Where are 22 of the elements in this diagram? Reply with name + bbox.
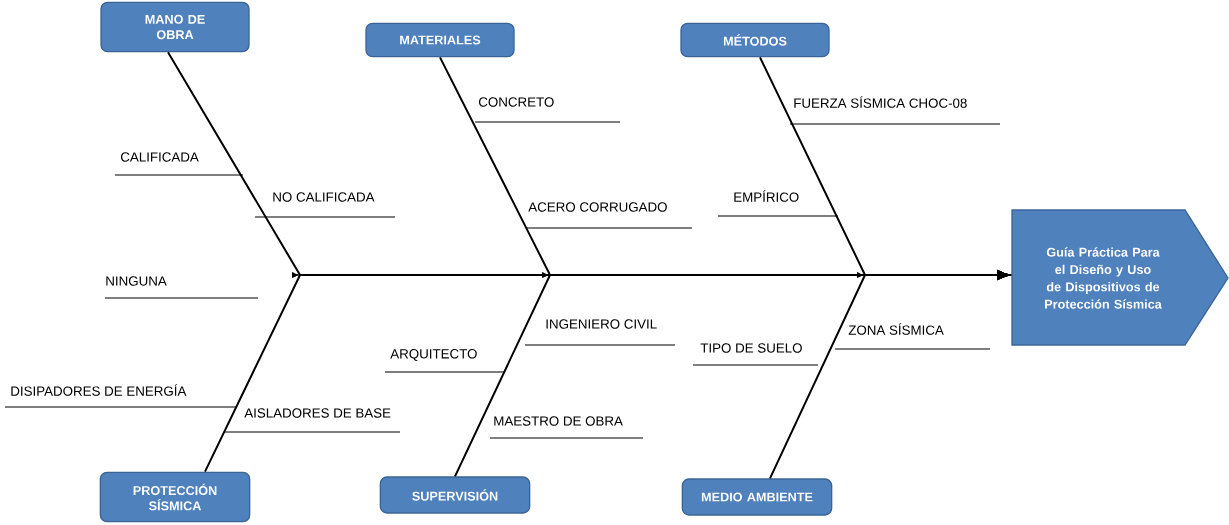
cause-label: EMPÍRICO <box>734 190 799 202</box>
category-box: MEDIO AMBIENTE <box>681 478 833 516</box>
arrow <box>769 270 1009 480</box>
cause-label: TIPO DE SUELO <box>700 343 802 353</box>
cause-label: CONCRETO <box>478 97 554 107</box>
cause-label: FUERZA SÍSMICA CHOC-08 <box>794 96 967 108</box>
cause-label: ACERO CORRUGADO <box>528 202 667 212</box>
cause-label: AISLADORES DE BASE <box>244 408 391 418</box>
cause-label: INGENIERO CIVIL <box>546 319 657 329</box>
cause-label: CALIFICADA <box>120 152 199 162</box>
cause-label: MAESTRO DE OBRA <box>494 416 623 426</box>
cause-label: NO CALIFICADA <box>273 192 375 202</box>
category-box: MANO DE OBRA <box>100 1 250 53</box>
category-box: MATERIALES <box>365 22 515 58</box>
cause-label: NINGUNA <box>106 276 167 286</box>
cause-label: DISIPADORES DE ENERGÍA <box>11 384 187 396</box>
category-box: PROTECCIÓN SÍSMICA <box>99 471 251 523</box>
category-box: MÉTODOS <box>680 22 830 58</box>
cause-label: ARQUITECTO <box>390 349 477 361</box>
category-box: SUPERVISIÓN <box>379 476 531 514</box>
effect-arrow-box: Guía Práctica Para el Diseño y Uso de Dispositivos de Protección Sísmica <box>1011 209 1229 346</box>
cause-label: ZONA SÍSMICA <box>848 323 944 335</box>
